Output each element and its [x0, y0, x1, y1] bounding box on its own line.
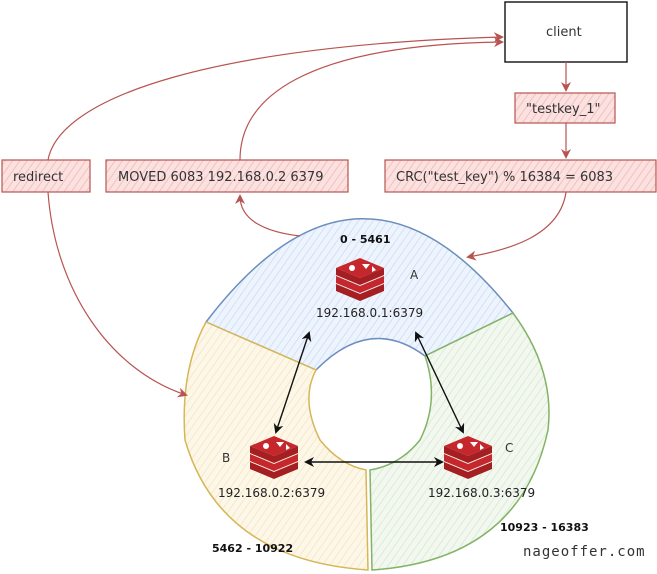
redirect-label: redirect — [13, 170, 63, 185]
moved-label: MOVED 6083 192.168.0.2 6379 — [118, 170, 323, 185]
watermark: nageoffer.com — [523, 544, 646, 560]
redis-icon-a — [336, 258, 384, 301]
node-address-a: 192.168.0.1:6379 — [316, 306, 423, 320]
key-box — [514, 92, 616, 124]
range-label-a: 0 - 5461 — [340, 233, 391, 246]
link-a-c — [414, 331, 465, 434]
node-address-c: 192.168.0.3:6379 — [428, 486, 535, 500]
link-a-b — [273, 331, 312, 434]
key-label: "testkey_1" — [526, 102, 600, 117]
arrow-redirect-to-node-b — [47, 191, 188, 398]
client-box — [504, 1, 628, 63]
node-address-b: 192.168.0.2:6379 — [218, 486, 325, 500]
arrow-node-a-to-moved — [235, 194, 301, 237]
node-letter-b: B — [222, 451, 230, 465]
node-letter-c: C — [505, 441, 513, 455]
range-label-c: 10923 - 16383 — [500, 521, 589, 534]
redis-icon-c — [444, 436, 492, 479]
crc-box — [384, 159, 657, 193]
node-letter-a: A — [410, 268, 419, 282]
arrow-redirect-from-client — [47, 32, 504, 161]
redirect-box — [1, 159, 91, 193]
client-label: client — [546, 25, 582, 40]
range-label-b: 5462 - 10922 — [212, 542, 293, 555]
moved-box — [105, 159, 349, 193]
arrow-moved-to-client — [239, 37, 504, 161]
crc-label: CRC("test_key") % 16384 = 6083 — [396, 170, 613, 185]
redis-icon-b — [250, 436, 298, 479]
ring-center-hole — [312, 349, 420, 457]
arrow-crc-to-node-a — [466, 191, 567, 261]
